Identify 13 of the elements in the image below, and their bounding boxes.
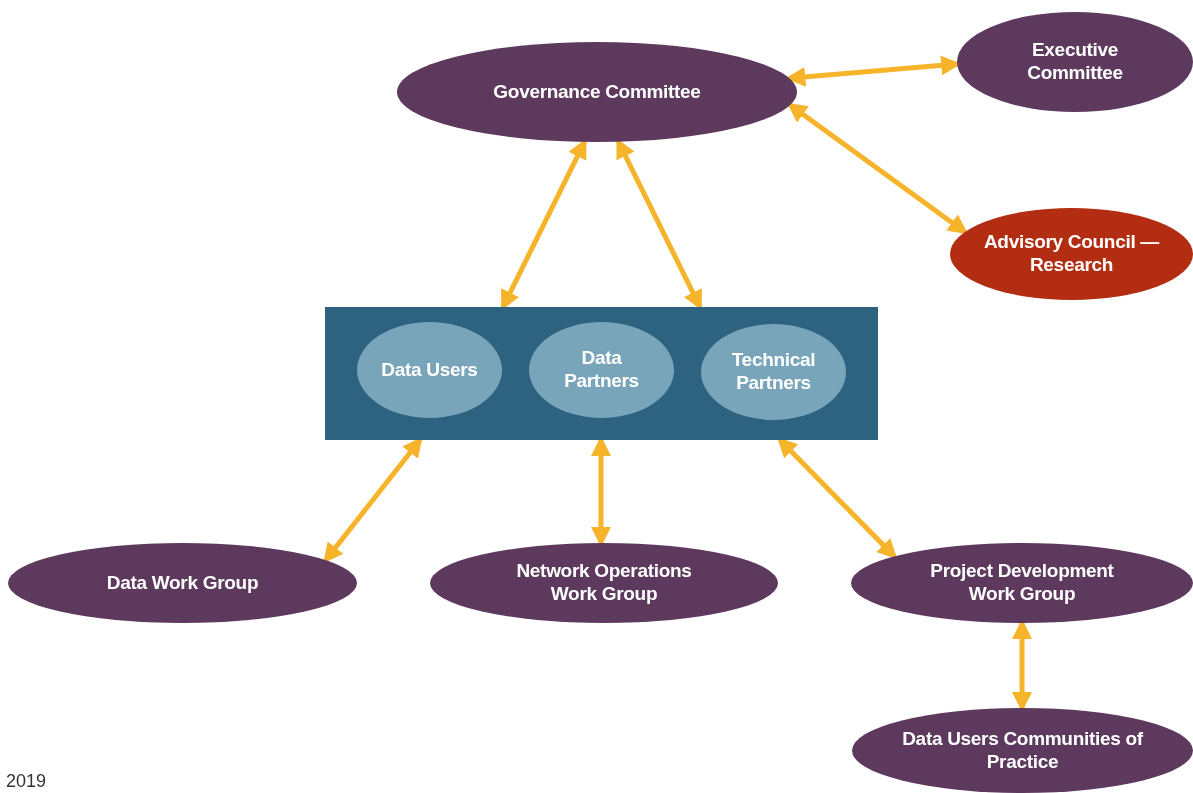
node-label: Governance Committee	[493, 80, 701, 104]
node-label: Project Development Work Group	[929, 560, 1115, 606]
double-arrow	[786, 102, 969, 235]
panel-box	[325, 307, 878, 440]
node-label: Advisory Council — Research	[982, 231, 1161, 277]
node-label: Data Users Communities of Practice	[901, 727, 1144, 774]
node-label: Executive Committee	[1026, 39, 1124, 85]
node-label: Data Work Group	[106, 571, 259, 595]
node-label: Network Operations Work Group	[515, 560, 693, 606]
node-label: Data Users	[381, 358, 478, 382]
year-note: 2019	[6, 771, 47, 792]
node-label: Data Partners	[563, 347, 640, 393]
node-label: Technical Partners	[730, 349, 817, 395]
